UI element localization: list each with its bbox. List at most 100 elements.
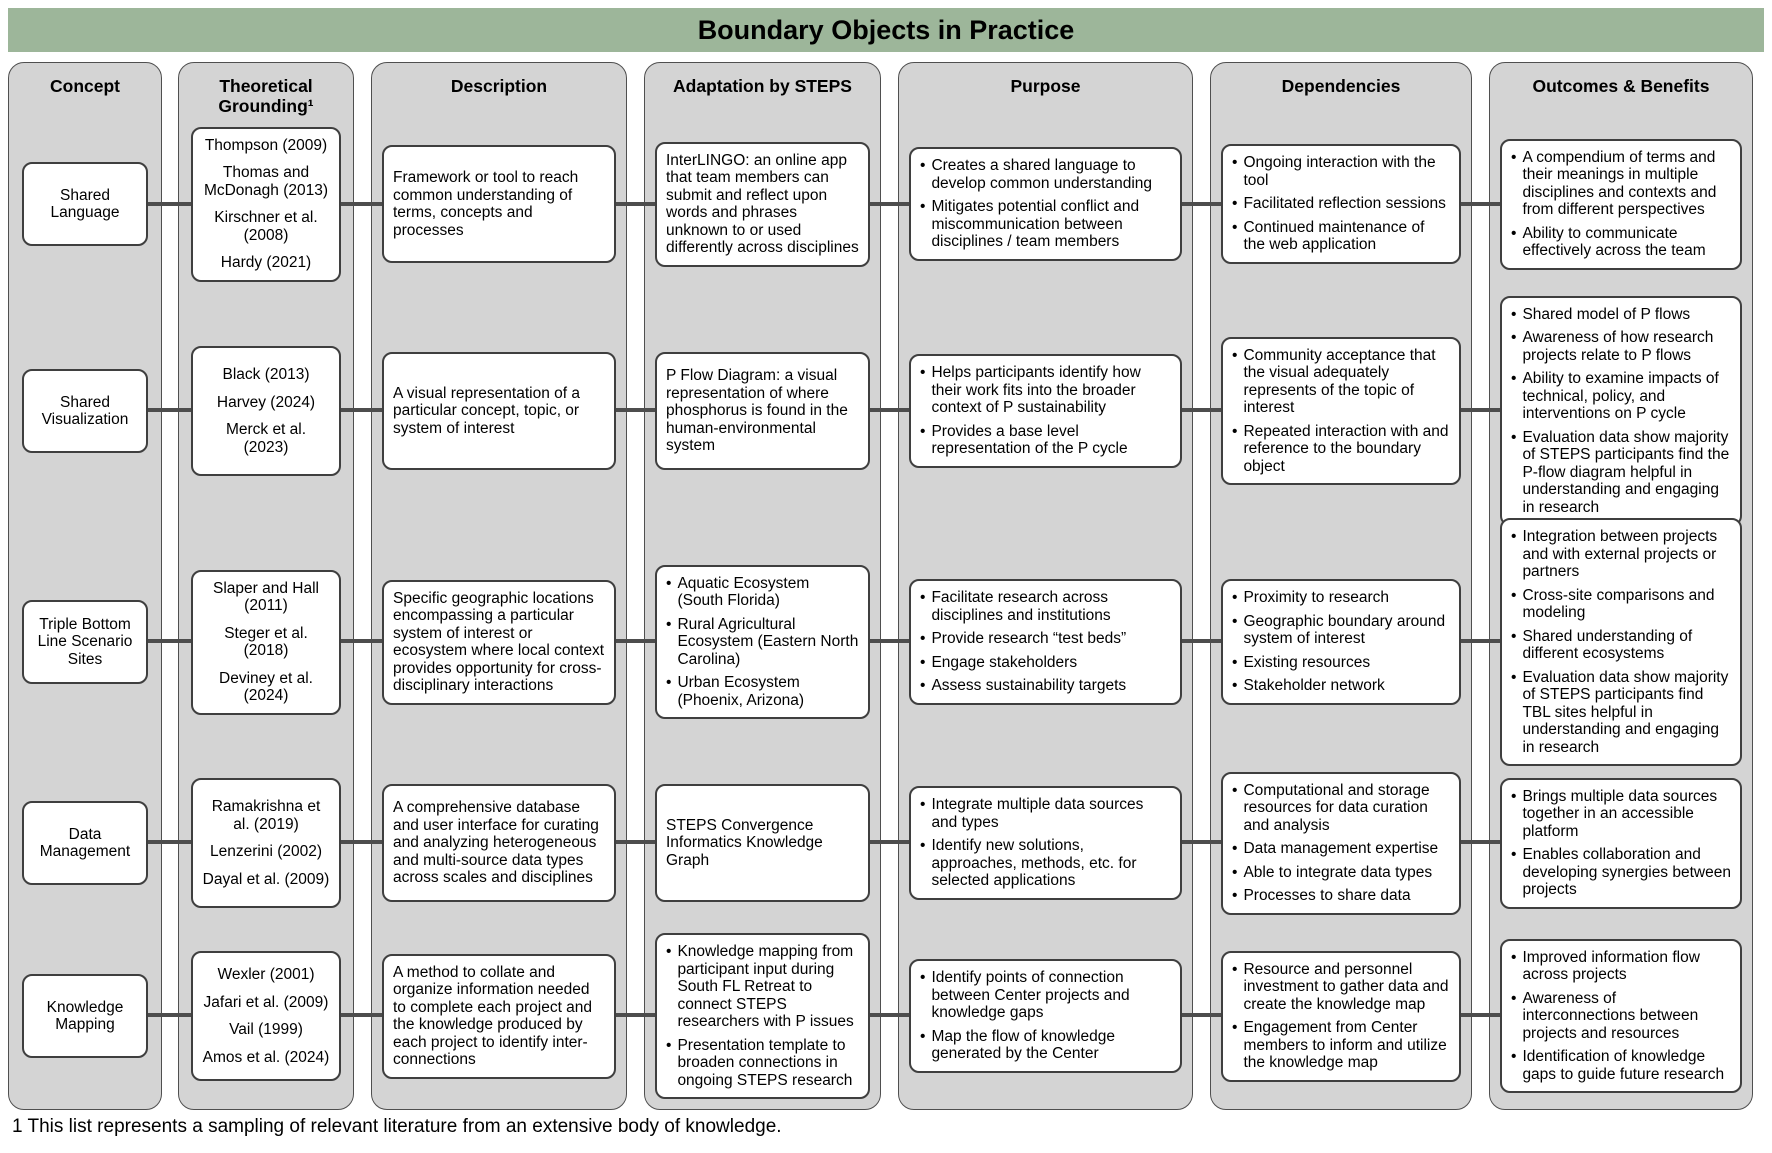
dependencies-box: •Computational and storage resources for… bbox=[1221, 771, 1461, 915]
list-item: • Improved information flow across projec… bbox=[1511, 949, 1731, 984]
dependencies-box: •Proximity to research•Geographic bounda… bbox=[1221, 579, 1461, 705]
list-item: • Awareness of interconnections between p… bbox=[1511, 990, 1731, 1043]
list-item-text: Improved information flow across project… bbox=[1522, 948, 1700, 984]
adaptation-box: •Aquatic Ecosystem (South Florida)•Rural… bbox=[655, 564, 870, 720]
cell-outcomes-row-5: • Improved information flow across projec… bbox=[1490, 933, 1752, 1099]
list-item-text: Rural Agricultural Ecosystem (Eastern No… bbox=[677, 615, 859, 668]
adaptation-box: •Knowledge mapping from participant inpu… bbox=[655, 933, 870, 1099]
bullet-icon: • bbox=[666, 943, 672, 960]
list-item-text: Aquatic Ecosystem (South Florida) bbox=[677, 574, 810, 610]
list-item: •Ability to communicate effectively acro… bbox=[1511, 225, 1731, 260]
list-item: •Evaluation data show majority of STEPS … bbox=[1511, 429, 1731, 517]
cell-concept-row-3: Triple Bottom Line Scenario Sites bbox=[9, 531, 161, 753]
list-item-text: Presentation template to broaden connect… bbox=[677, 1036, 853, 1089]
list-item: •Knowledge mapping from participant inpu… bbox=[666, 943, 859, 1031]
purpose-box: •Identify points of connection between C… bbox=[909, 959, 1182, 1073]
bullet-icon: • bbox=[1232, 781, 1238, 799]
bullet-icon: • bbox=[1511, 627, 1517, 645]
purpose-box: • Facilitate research across disciplines … bbox=[909, 579, 1182, 705]
list-item: Wexler (2001) bbox=[217, 966, 315, 983]
list-item-text: Enables collaboration and developing syn… bbox=[1522, 846, 1731, 898]
list-item-text: Cross-site comparisons and modeling bbox=[1522, 586, 1715, 622]
list-item: • A compendium of terms and their meaning… bbox=[1511, 149, 1731, 219]
cell-grounding-row-4: Ramakrishna et al. (2019)Lenzerini (2002… bbox=[179, 755, 353, 931]
list-item: Slaper and Hall (2011) bbox=[213, 579, 319, 615]
cell-grounding-row-2: Black (2013)Harvey (2024)Merck et al. (2… bbox=[179, 293, 353, 529]
list-item-text: A compendium of terms and their meanings… bbox=[1522, 148, 1717, 219]
list-item: •Data management expertise bbox=[1232, 840, 1450, 858]
bullet-icon: • bbox=[920, 589, 926, 607]
description-box: A visual representation of a particular … bbox=[382, 352, 616, 470]
column-outcomes-benefits: Outcomes & Benefits •A compendium of ter… bbox=[1489, 62, 1753, 1110]
list-item-text: Shared understanding of different ecosys… bbox=[1522, 627, 1693, 663]
list-item: •Community acceptance that the visual ad… bbox=[1232, 347, 1450, 417]
bullet-icon: • bbox=[1232, 1019, 1238, 1036]
bullet-icon: • bbox=[1511, 586, 1517, 604]
list-item-text: Helps participants identify how their wo… bbox=[931, 364, 1141, 417]
column-dependencies: Dependencies • Ongoing interaction with t… bbox=[1210, 62, 1472, 1110]
list-item-text: Data management expertise bbox=[1243, 840, 1439, 857]
list-item-text: Continued maintenance of the web applica… bbox=[1243, 218, 1425, 254]
bullet-icon: • bbox=[1511, 428, 1517, 446]
list-item: •Engage stakeholders bbox=[920, 654, 1171, 672]
list-item-text: Engagement from Center members to inform… bbox=[1243, 1019, 1447, 1071]
column-header-adaptation-by-steps: Adaptation by STEPS bbox=[673, 76, 852, 96]
cell-adaptation-row-1: InterLINGO: an online app that team memb… bbox=[645, 117, 880, 291]
bullet-icon: • bbox=[920, 796, 926, 814]
list-item: Vail (1999) bbox=[229, 1021, 303, 1038]
list-item: •Integrate multiple data sources and typ… bbox=[920, 796, 1171, 831]
bullet-icon: • bbox=[1511, 948, 1517, 966]
purpose-box: •Creates a shared language to develop co… bbox=[909, 147, 1182, 261]
list-item-text: Ongoing interaction with the tool bbox=[1243, 154, 1436, 189]
list-item: •Provide research “test beds” bbox=[920, 630, 1171, 648]
cell-outcomes-row-4: •Brings multiple data sources together i… bbox=[1490, 755, 1752, 931]
bullet-icon: • bbox=[1511, 329, 1517, 347]
list-item: Thomas and McDonagh (2013) bbox=[203, 164, 329, 199]
bullet-icon: • bbox=[1511, 787, 1517, 805]
cell-purpose-row-2: • Helps participants identify how their w… bbox=[899, 293, 1192, 529]
list-item: •Mitigates potential conflict and miscom… bbox=[920, 198, 1171, 251]
list-item: •Aquatic Ecosystem (South Florida) bbox=[666, 575, 859, 610]
list-item-text: Facilitate research across disciplines a… bbox=[931, 589, 1111, 624]
list-item: • Engagement from Center members to infor… bbox=[1232, 1019, 1450, 1072]
list-item-text: Mitigates potential conflict and miscomm… bbox=[931, 198, 1140, 251]
list-item: •Facilitated reflection sessions bbox=[1232, 195, 1450, 213]
column-header-purpose: Purpose bbox=[1010, 76, 1081, 96]
list-item-text: Identify new solutions, approaches, meth… bbox=[931, 837, 1137, 890]
list-item: •Processes to share data bbox=[1232, 887, 1450, 905]
list-item: •Assess sustainability targets bbox=[920, 677, 1171, 695]
citations-box: Ramakrishna et al. (2019)Lenzerini (2002… bbox=[191, 778, 341, 908]
description-box: A method to collate and organize informa… bbox=[382, 953, 616, 1079]
column-header-dependencies: Dependencies bbox=[1281, 76, 1401, 96]
bullet-icon: • bbox=[1232, 612, 1238, 630]
bullet-icon: • bbox=[920, 422, 926, 440]
list-item-text: Awareness of interconnections between pr… bbox=[1522, 989, 1699, 1042]
bullet-icon: • bbox=[1511, 148, 1517, 166]
adaptation-box: STEPS Convergence Informatics Knowledge … bbox=[655, 784, 870, 902]
cell-dependencies-row-4: •Computational and storage resources for… bbox=[1211, 755, 1471, 931]
column-purpose: Purpose •Creates a shared language to de… bbox=[898, 62, 1193, 1110]
list-item: Dayal et al. (2009) bbox=[202, 870, 330, 888]
bullet-icon: • bbox=[1232, 653, 1238, 671]
list-item-text: Ability to examine impacts of technical,… bbox=[1522, 370, 1719, 423]
bullet-icon: • bbox=[1511, 989, 1517, 1007]
list-item: • Cross-site comparisons and modeling bbox=[1511, 587, 1731, 622]
list-item-text: Provide research “test beds” bbox=[931, 630, 1127, 648]
list-item-text: Community acceptance that the visual ade… bbox=[1243, 346, 1436, 417]
purpose-box: •Integrate multiple data sources and typ… bbox=[909, 786, 1182, 900]
bullet-icon: • bbox=[1511, 528, 1517, 545]
list-item: • Shared understanding of different ecosy… bbox=[1511, 628, 1731, 663]
list-item: •Helps participants identify how their w… bbox=[920, 364, 1171, 417]
list-item: Merck et al. (2023) bbox=[225, 421, 307, 456]
list-item: •Proximity to research bbox=[1232, 589, 1450, 607]
list-item-text: Urban Ecosystem (Phoenix, Arizona) bbox=[677, 674, 805, 709]
list-item-text: Identification of knowledge gaps to guid… bbox=[1522, 1048, 1725, 1083]
list-item: •Identify points of connection between C… bbox=[920, 969, 1171, 1022]
list-item-text: Proximity to research bbox=[1243, 589, 1390, 607]
description-box: Specific geographic locations encompassi… bbox=[382, 579, 616, 705]
dependencies-box: •Resource and personnel investment to ga… bbox=[1221, 950, 1461, 1082]
concept-box: Knowledge Mapping bbox=[22, 974, 148, 1058]
cell-purpose-row-3: • Facilitate research across disciplines … bbox=[899, 531, 1192, 753]
list-item-text: Existing resources bbox=[1243, 653, 1371, 671]
cell-adaptation-row-2: P Flow Diagram: a visual representation … bbox=[645, 293, 880, 529]
